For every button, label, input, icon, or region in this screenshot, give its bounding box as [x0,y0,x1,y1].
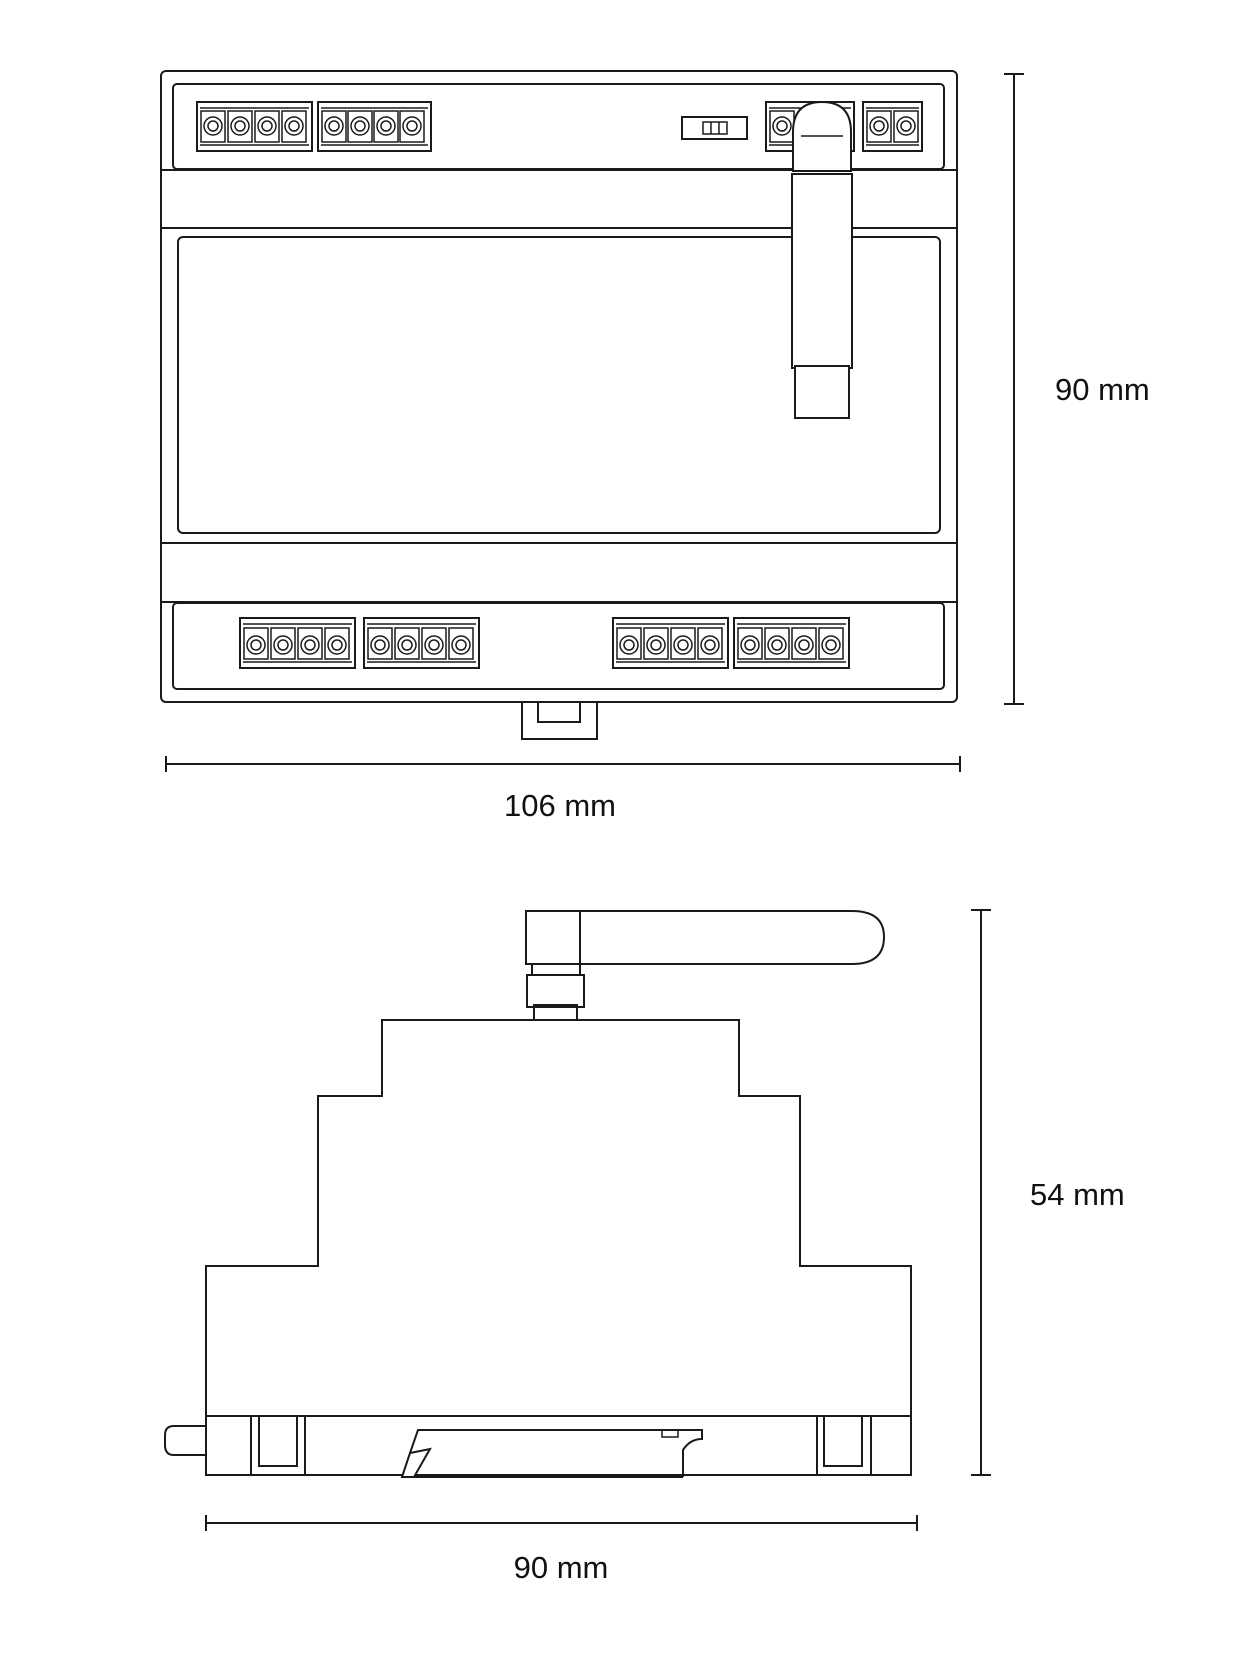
side-width-label: 90 mm [514,1550,609,1585]
side-din-channel [402,1449,430,1477]
front-height-label: 90 mm [1055,372,1150,407]
front-width-label: 106 mm [504,788,616,823]
terminal-block [863,102,922,151]
side-width-dimension: 90 mm [206,1515,917,1585]
side-view [165,911,911,1477]
side-height-dimension: 54 mm [971,910,1125,1475]
antenna-front [792,102,852,418]
side-base [206,1416,911,1475]
front-din-clip-inner [538,702,580,722]
front-lower-band [161,543,957,602]
terminal-block [240,618,355,668]
front-display-window [178,237,940,533]
terminal-block [734,618,849,668]
side-left-clip [165,1426,206,1455]
switch [682,117,747,139]
terminal-block [364,618,479,668]
front-upper-band [161,170,957,228]
side-height-label: 54 mm [1030,1177,1125,1212]
antenna-side [526,911,884,1020]
front-height-dimension: 90 mm [1004,74,1150,704]
terminal-block [613,618,728,668]
side-housing-profile [206,1020,911,1416]
front-bottom-terminal-panel [173,603,944,689]
terminal-block [318,102,431,151]
terminal-block [197,102,312,151]
front-din-clip [522,702,597,739]
front-view [161,71,957,739]
front-width-dimension: 106 mm [166,756,960,823]
